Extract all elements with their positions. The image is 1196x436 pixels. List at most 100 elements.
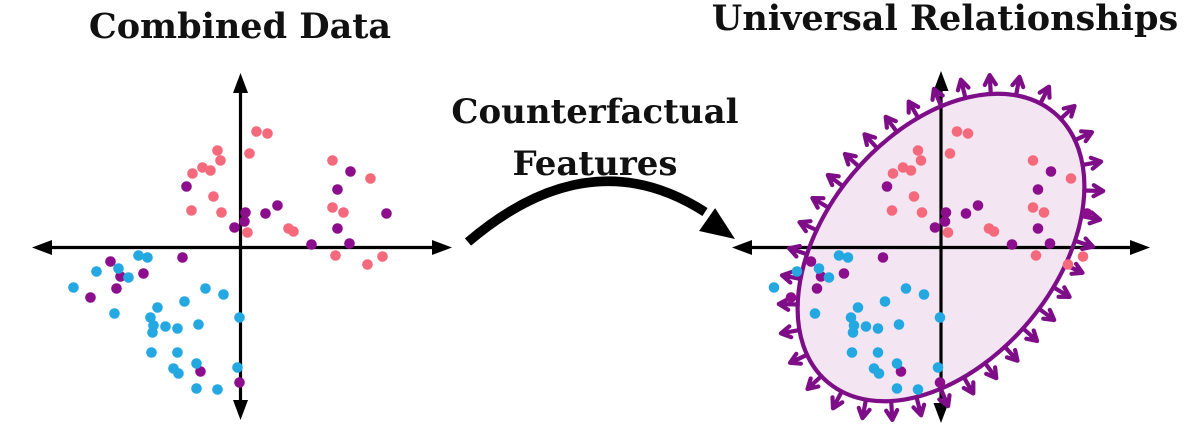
scatter-point-group-salmon [338,207,349,218]
scatter-point-group-cyan [172,323,183,334]
scatter-point-group-purple [177,252,188,263]
ellipse-normal-arrow [1058,103,1077,121]
scatter-point-group-purple [940,207,952,218]
y-axis-top-arrowhead [233,73,248,93]
scatter-point-group-salmon [216,207,227,218]
scatter-point-group-salmon [988,226,1000,237]
scatter-point-group-cyan [912,384,924,395]
ellipse-normal-arrow [883,114,899,134]
scatter-point-group-cyan [847,327,859,338]
ellipse-normal-arrow [778,324,802,340]
scatter-point-group-purple [345,166,356,177]
scatter-point-group-salmon [897,162,909,173]
scatter-point-group-purple [805,256,817,267]
scatter-point-group-cyan [191,358,202,369]
scatter-point-group-cyan [872,347,884,358]
scatter-point-group-cyan [179,296,190,307]
scatter-point-group-cyan [193,319,204,330]
ellipse-normal-arrow [884,398,900,422]
scatter-point-group-purple [785,292,797,303]
ellipse-normal-arrow [779,269,803,285]
ellipse-normal-arrow [911,394,927,418]
scatter-point-group-cyan [813,263,825,274]
scatter-point-group-salmon [251,126,262,137]
y-axis-bottom-arrowhead [233,400,248,420]
x-axis-left-arrowhead [32,240,52,255]
scatter-point-group-salmon [212,145,223,156]
label-line-1: Counterfactual [451,92,739,132]
scatter-point-group-cyan [234,312,245,323]
scatter-point-group-cyan [212,384,223,395]
ellipse-normal-arrow [906,99,921,120]
scatter-point-group-purple [877,252,889,263]
scatter-point-group-purple [306,239,317,250]
scatter-point-group-cyan [809,308,821,319]
scatter-point-group-salmon [205,165,216,176]
scatter-point-group-cyan [232,362,243,373]
ellipse-normal-arrow [982,73,998,97]
scatter-point-group-cyan [152,302,163,313]
ellipse-normal-arrow [983,361,999,381]
scatter-point-group-cyan [68,282,79,293]
scatter-point-group-purple [1006,239,1018,250]
scatter-point-group-purple [239,216,250,227]
scatter-point-group-salmon [197,162,208,173]
scatter-point-group-purple [195,366,206,377]
scatter-point-group-salmon [887,168,899,179]
scatter-point-group-salmon [242,227,253,238]
scatter-point-group-cyan [860,321,872,332]
scatter-point-group-salmon [365,173,376,184]
scatter-point-group-cyan [846,347,858,358]
scatter-point-group-cyan [133,250,144,261]
scatter-point-group-salmon [1065,173,1077,184]
ellipse-normal-arrow [1072,129,1095,144]
scatter-point-group-cyan [172,347,183,358]
counterfactual-features-label: Counterfactual Features [445,86,745,190]
x-axis-left-arrowhead [732,240,752,255]
scatter-point-group-purple [272,200,283,211]
scatter-point-group-cyan [768,282,780,293]
scatter-point-group-purple [972,200,984,211]
ellipse-normal-arrow [862,132,880,151]
ellipse-normal-arrow [787,244,810,259]
ellipse-normal-arrow [955,77,971,101]
counterfactual-transform-arrowhead [699,208,735,239]
scatter-point-group-purple [234,377,245,388]
scatter-point-group-purple [934,377,946,388]
y-axis-bottom-arrowhead [933,403,949,423]
ellipse-normal-arrow [1021,326,1040,344]
ellipse-normal-arrow [937,386,952,409]
ellipse-normal-arrow [830,389,845,411]
scatter-point-group-cyan [852,302,864,313]
scatter-point-group-purple [1032,184,1044,195]
scatter-point-group-salmon [1038,207,1050,218]
ellipse-normal-arrow [810,196,831,210]
scatter-point-group-cyan [845,312,857,323]
scatter-point-group-purple [85,292,96,303]
scatter-point-group-salmon [908,191,920,202]
scatter-point-group-purple [1045,166,1057,177]
scatter-point-group-cyan [160,321,171,332]
scatter-point-group-cyan [113,263,124,274]
scatter-point-group-purple [111,283,122,294]
scatter-point-group-salmon [187,168,198,179]
scatter-point-group-purple [181,181,192,192]
scatter-point-group-salmon [1027,155,1039,166]
label-line-2: Features [512,144,678,184]
scatter-point-group-cyan [893,319,905,330]
scatter-point-group-purple [260,208,271,219]
scatter-point-group-cyan [823,272,835,283]
scatter-point-group-salmon [330,250,341,261]
scatter-point-group-cyan [145,312,156,323]
scatter-point-group-salmon [244,148,255,159]
scatter-point-group-purple [240,207,251,218]
scatter-point-group-cyan [934,312,946,323]
scatter-point-group-salmon [186,205,197,216]
ellipse-normal-arrow [856,397,872,421]
scatter-point-group-salmon [1062,259,1074,270]
scatter-point-group-purple [332,223,343,234]
scatter-point-group-salmon [208,191,219,202]
scatter-point-group-purple [229,222,240,233]
scatter-point-group-cyan [900,283,912,294]
